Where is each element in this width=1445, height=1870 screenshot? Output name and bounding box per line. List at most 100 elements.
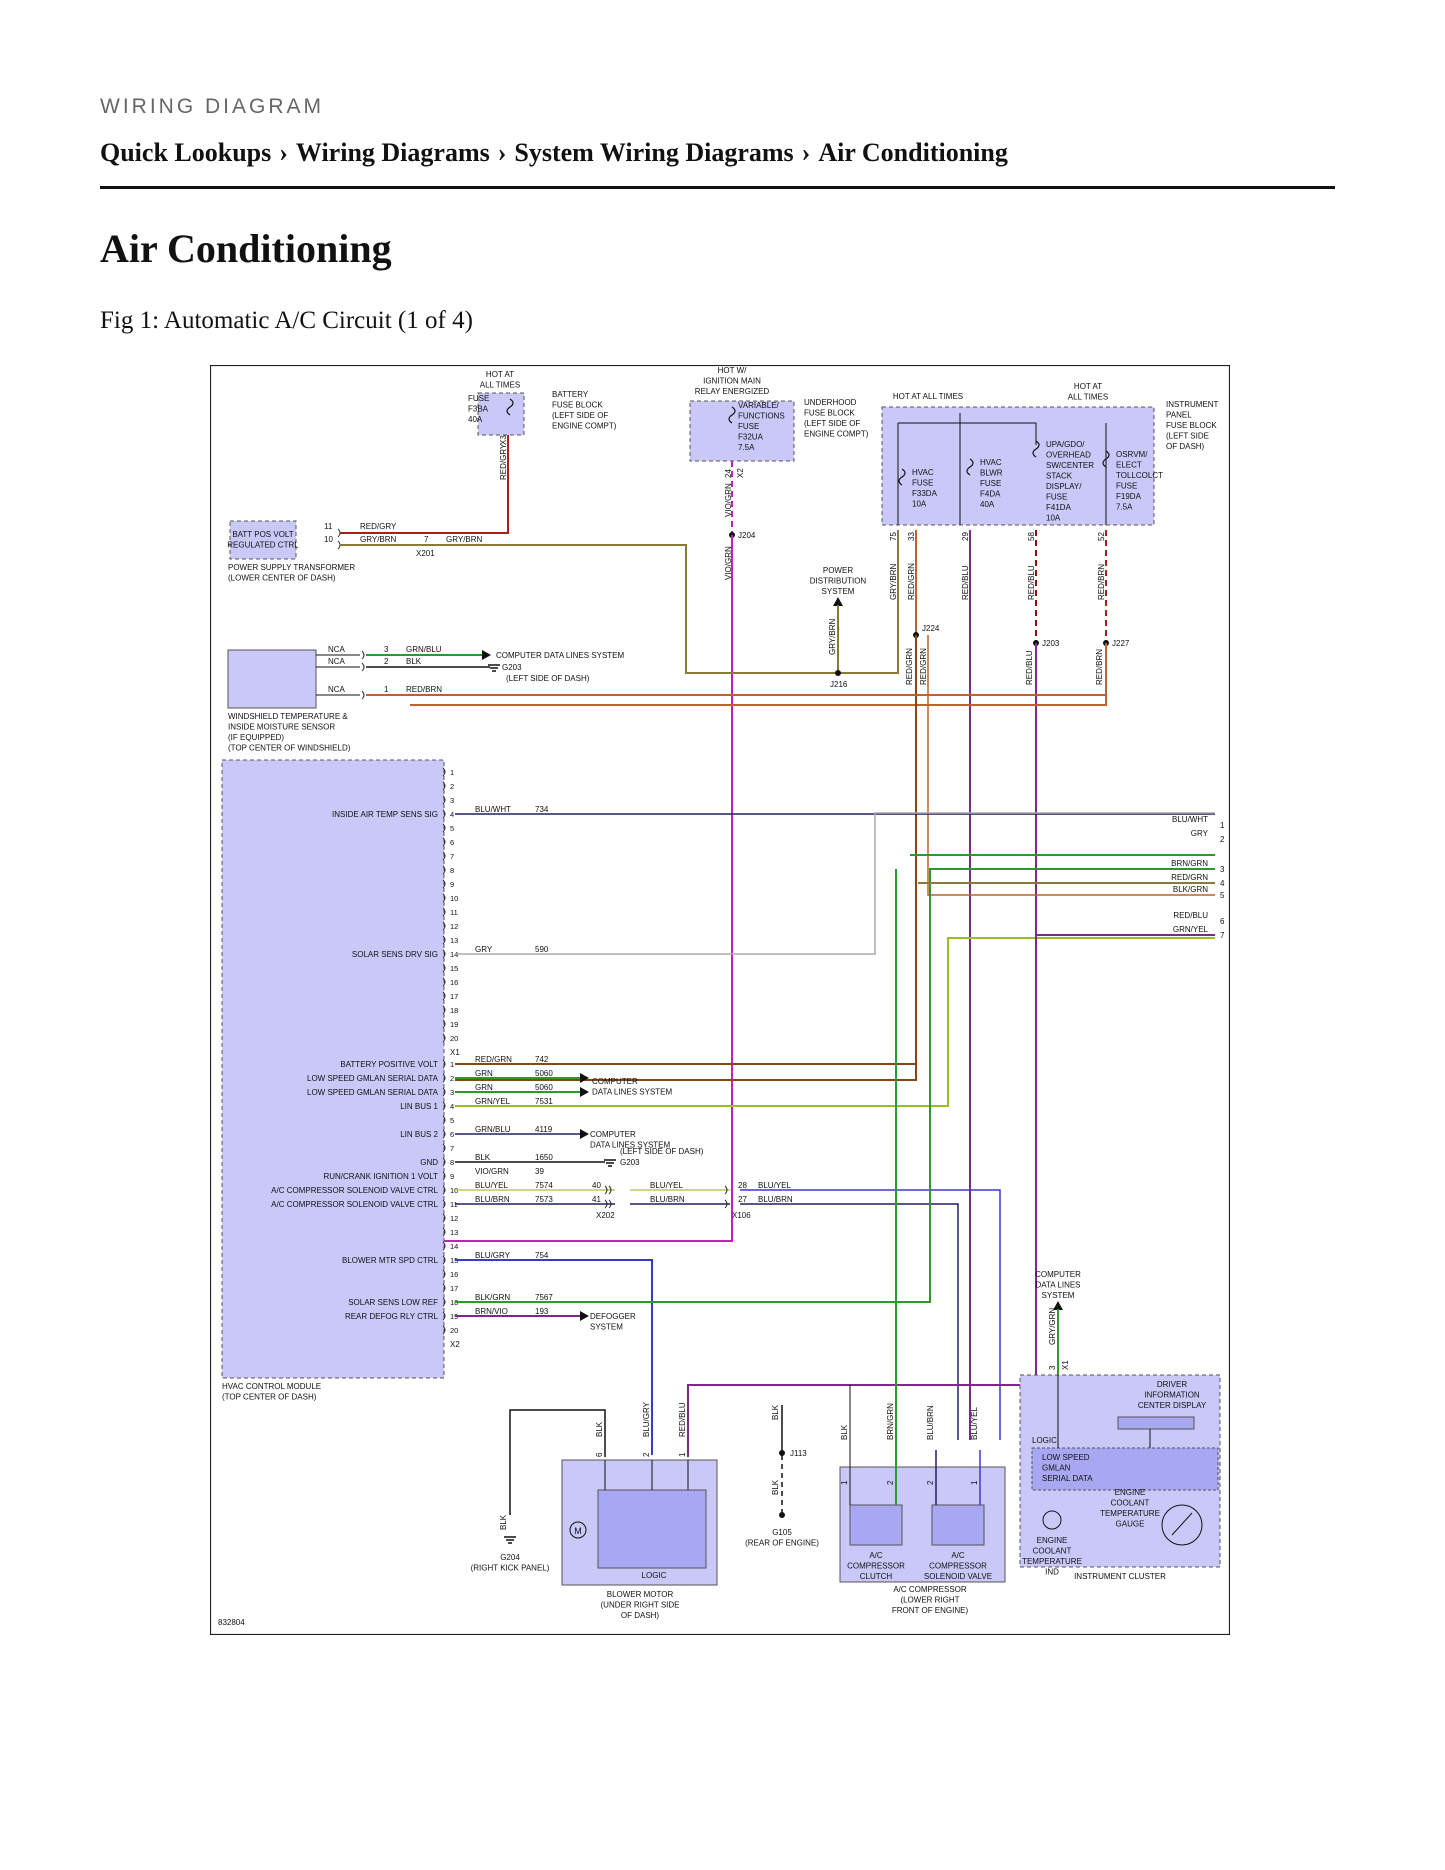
- diagram-label: 20: [450, 1034, 458, 1043]
- diagram-label: RED/BRN: [406, 685, 442, 694]
- component-box: [1117, 1416, 1195, 1430]
- diagram-label: A/C COMPRESSOR: [893, 1585, 967, 1594]
- diagram-label: 10A: [912, 500, 927, 509]
- diagram-label: 13: [450, 936, 458, 945]
- diagram-label: SOLAR SENS DRV SIG: [352, 950, 438, 959]
- diagram-label: 1: [970, 1480, 979, 1485]
- diagram-label: (LOWER RIGHT: [900, 1596, 959, 1605]
- breadcrumb-system-wiring-diagrams[interactable]: System Wiring Diagrams: [514, 138, 794, 167]
- diagram-label: 8: [450, 1158, 454, 1167]
- diagram-label: INSIDE AIR TEMP SENS SIG: [332, 810, 438, 819]
- diagram-label: ALL TIMES: [1068, 393, 1108, 402]
- breadcrumb-air-conditioning[interactable]: Air Conditioning: [818, 138, 1008, 167]
- diagram-label: 832804: [218, 1618, 245, 1627]
- diagram-label: HOT AT ALL TIMES: [893, 392, 963, 401]
- component-box: [477, 392, 525, 436]
- diagram-label: RELAY ENERGIZED: [695, 387, 770, 396]
- diagram-label: 18: [450, 1298, 458, 1307]
- diagram-label: 16: [450, 1270, 458, 1279]
- connector-icon: [361, 690, 365, 700]
- diagram-label: 13: [450, 1228, 458, 1237]
- diagram-label: 27: [738, 1195, 747, 1204]
- diagram-label: G203: [502, 663, 522, 672]
- diagram-label: 39: [535, 1167, 544, 1176]
- diagram-label: F41DA: [1046, 503, 1072, 512]
- section-kicker: WIRING DIAGRAM: [100, 95, 324, 118]
- diagram-label: DATA LINES SYSTEM: [592, 1088, 673, 1097]
- wire: [927, 635, 1215, 896]
- connector-icon: [604, 1199, 608, 1209]
- connector-icon: [608, 1199, 612, 1209]
- diagram-label: 1650: [535, 1153, 553, 1162]
- diagram-label: 11: [450, 908, 458, 917]
- diagram-label: RED/BLU: [961, 565, 970, 600]
- diagram-label: RED/GRY: [499, 443, 508, 480]
- splice-dot: [835, 670, 841, 676]
- diagram-label: TOLLCOLCT: [1116, 471, 1163, 480]
- arrow-icon: [833, 597, 843, 606]
- diagram-label: 5: [450, 1116, 454, 1125]
- diagram-label: A/C: [869, 1551, 883, 1560]
- diagram-label: BLK: [771, 1404, 780, 1420]
- diagram-label: RED/BLU: [1025, 650, 1034, 685]
- diagram-label: INFORMATION: [1144, 1391, 1200, 1400]
- diagram-label: COMPUTER: [590, 1130, 636, 1139]
- diagram-label: BLK: [475, 1153, 491, 1162]
- breadcrumb-separator: ›: [279, 138, 288, 167]
- diagram-label: 1: [840, 1480, 849, 1485]
- diagram-label: BLOWER MOTOR: [607, 1590, 674, 1599]
- fuse-icon: [728, 406, 736, 424]
- diagram-label: FUSE BLOCK: [804, 409, 855, 418]
- diagram-label: 4: [450, 1102, 454, 1111]
- diagram-label: LIN BUS 1: [400, 1102, 438, 1111]
- diagram-label: X2: [450, 1340, 460, 1349]
- diagram-label: OVERHEAD: [1046, 451, 1091, 460]
- diagram-label: 10: [450, 1186, 458, 1195]
- wire: [340, 544, 725, 674]
- diagram-label: (LOWER CENTER OF DASH): [228, 574, 336, 583]
- diagram-label: HOT AT: [1074, 382, 1102, 391]
- diagram-label: BLK: [595, 1421, 604, 1437]
- diagram-label: G204: [500, 1553, 520, 1562]
- arrow-icon: [580, 1073, 589, 1083]
- wire: [509, 1409, 606, 1515]
- diagram-label: 734: [535, 805, 549, 814]
- breadcrumb-quick-lookups[interactable]: Quick Lookups: [100, 138, 272, 167]
- diagram-label: FUSE: [1046, 493, 1067, 502]
- connector-icon: [442, 1213, 446, 1223]
- diagram-label: BLU/WHT: [1172, 815, 1208, 824]
- diagram-label: RED/BLU: [1027, 565, 1036, 600]
- wire: [410, 643, 1107, 706]
- gauge-needle-icon: [1171, 1512, 1193, 1536]
- diagram-label: 20: [450, 1326, 458, 1335]
- wire: [687, 935, 1037, 1457]
- breadcrumb-wiring-diagrams[interactable]: Wiring Diagrams: [295, 138, 490, 167]
- diagram-label: OSRVM/: [1116, 450, 1148, 459]
- connector-icon: [442, 1297, 446, 1307]
- connector-icon: [442, 1005, 446, 1015]
- diagram-label: 1: [678, 1452, 687, 1457]
- diagram-label: SYSTEM: [822, 587, 855, 596]
- diagram-label: DATA LINES: [1035, 1281, 1080, 1290]
- diagram-label: GRN/YEL: [1173, 925, 1209, 934]
- diagram-label: TEMPERATURE: [1100, 1509, 1160, 1518]
- diagram-label: J203: [1042, 639, 1060, 648]
- diagram-label: X106: [732, 1211, 751, 1220]
- motor-icon: [569, 1521, 587, 1539]
- diagram-label: GRY: [475, 945, 493, 954]
- arrow-icon: [580, 1129, 589, 1139]
- diagram-label: SERIAL DATA: [1042, 1474, 1093, 1483]
- component-box: [881, 406, 1155, 526]
- connector-icon: [442, 1019, 446, 1029]
- diagram-label: (TOP CENTER OF DASH): [222, 1393, 317, 1402]
- splice-dot: [779, 1450, 785, 1456]
- connector-icon: [442, 1185, 446, 1195]
- diagram-label: 3: [450, 1088, 454, 1097]
- wire: [898, 422, 1037, 445]
- diagram-label: INSTRUMENT CLUSTER: [1074, 1572, 1166, 1581]
- connector-icon: [442, 1171, 446, 1181]
- diagram-label: 5060: [535, 1069, 553, 1078]
- diagram-label: 40A: [468, 415, 483, 424]
- diagram-label: HOT AT: [486, 370, 514, 379]
- diagram-label: BLU/YEL: [758, 1181, 791, 1190]
